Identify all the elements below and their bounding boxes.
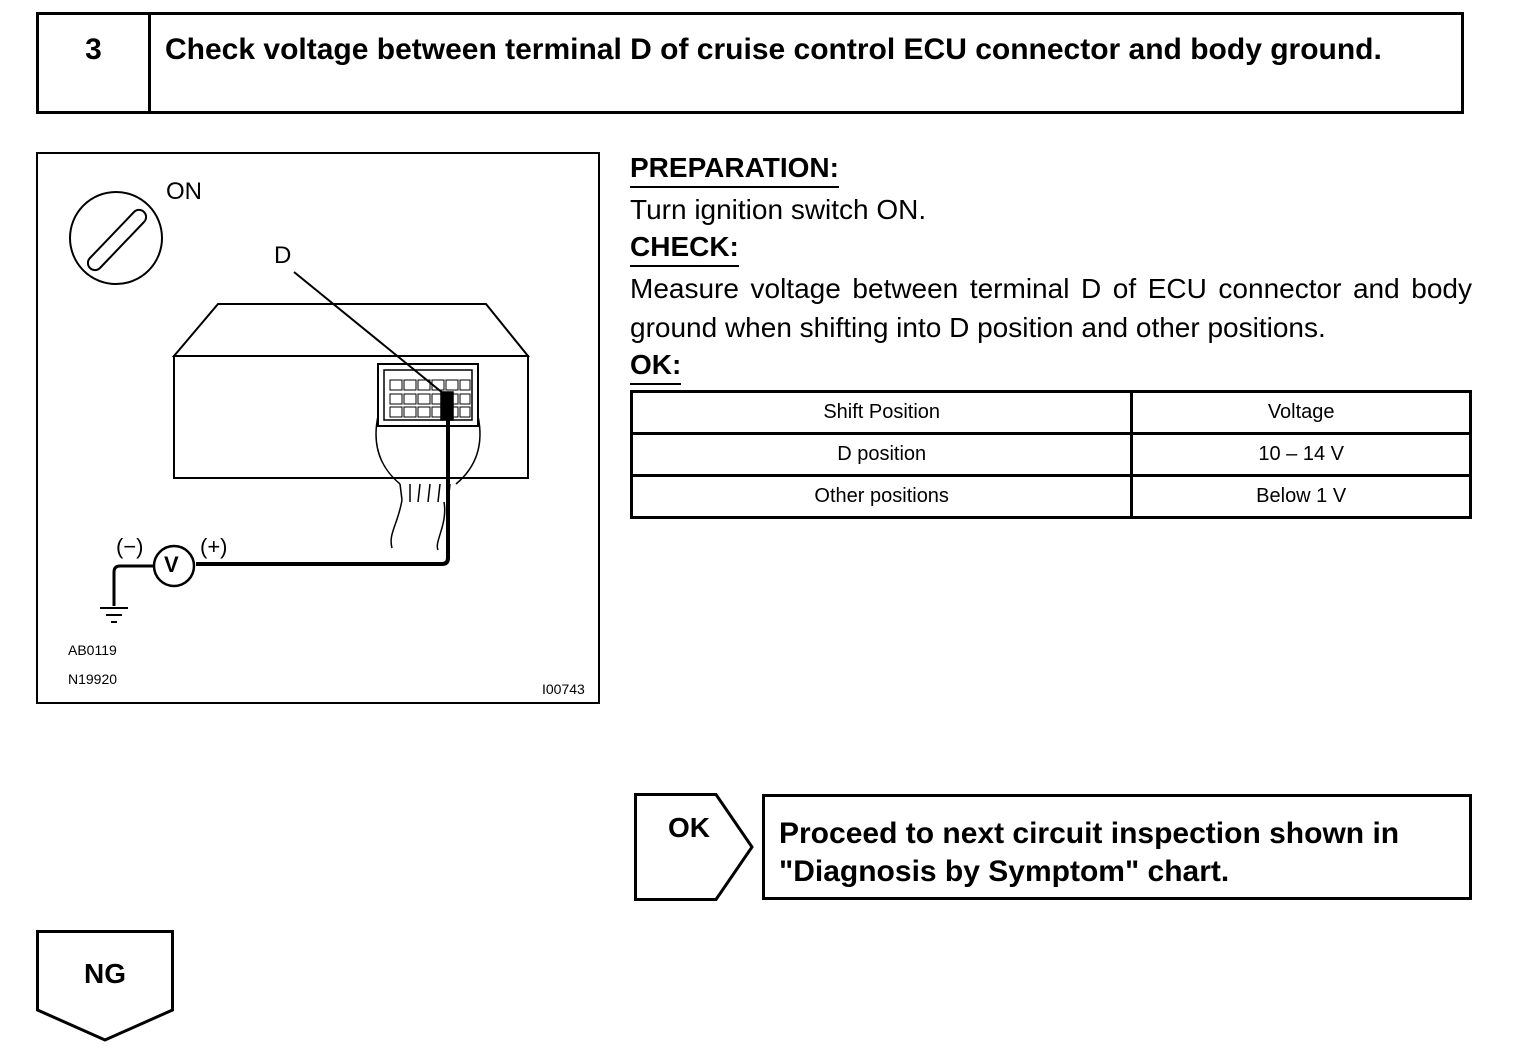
voltmeter-symbol: V [164, 552, 179, 577]
table-header-row: Shift Position Voltage [629, 390, 1472, 435]
table-row: D position 10 – 14 V [629, 432, 1472, 477]
ng-arrow-tag [36, 930, 174, 1042]
positive-label: (+) [200, 534, 228, 559]
check-text: Measure voltage between terminal D of EC… [630, 273, 1472, 343]
table-cell: D position [629, 432, 1134, 477]
ok-heading: OK: [630, 347, 682, 385]
ecu-connector [377, 363, 479, 427]
ecu-diagram [69, 191, 531, 623]
negative-label: (−) [116, 534, 144, 559]
figure-code: I00743 [542, 681, 585, 697]
ignition-switch-icon [69, 191, 163, 285]
column-header: Shift Position [629, 390, 1134, 435]
terminal-d-label: D [274, 242, 292, 269]
table-cell: Below 1 V [1130, 474, 1472, 519]
preparation-text: Turn ignition switch ON. [630, 194, 927, 225]
ok-result-box: Proceed to next circuit inspection shown… [762, 794, 1472, 900]
step-title: Check voltage between terminal D of crui… [165, 33, 1382, 66]
ignition-on-label: ON [166, 178, 202, 205]
terminal-d-leader [293, 271, 445, 395]
step-header: 3 Check voltage between terminal D of cr… [36, 12, 1464, 114]
reference-code-2: N19920 [68, 671, 118, 687]
ecu-box [171, 303, 531, 479]
voltage-spec-table: Shift Position Voltage D position 10 – 1… [629, 390, 1472, 519]
ok-arrow-tag [634, 793, 754, 901]
negative-test-lead [112, 564, 154, 606]
ng-label: NG [84, 958, 126, 989]
wiring-illustration: ON D (−) (+) V AB0119 N19920 I00743 [36, 152, 600, 704]
wire-harness [375, 415, 481, 551]
reference-code-1: AB0119 [68, 642, 117, 658]
check-heading: CHECK: [630, 229, 739, 267]
positive-test-lead [196, 412, 450, 566]
column-header: Voltage [1130, 390, 1472, 435]
table-row: Other positions Below 1 V [629, 474, 1472, 519]
procedure: PREPARATION: Turn ignition switch ON. CH… [630, 150, 1472, 385]
step-number: 3 [39, 15, 151, 111]
ok-label: OK [668, 812, 710, 843]
preparation-heading: PREPARATION: [630, 150, 839, 188]
table-cell: Other positions [629, 474, 1134, 519]
ground-symbol-icon [100, 607, 128, 623]
table-cell: 10 – 14 V [1130, 432, 1472, 477]
